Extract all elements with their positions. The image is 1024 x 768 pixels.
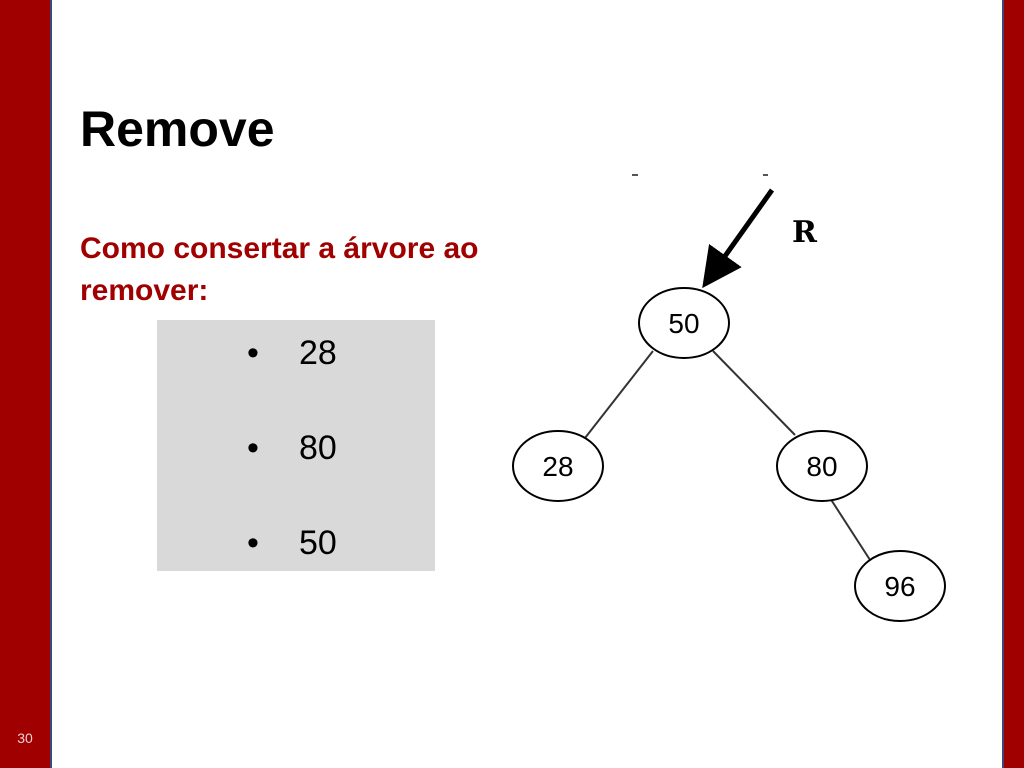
node-circle bbox=[512, 430, 604, 502]
tree-node: 96 bbox=[854, 550, 946, 622]
removal-step-value: 28 bbox=[299, 334, 337, 372]
slide-title: Remove bbox=[80, 101, 275, 157]
removal-step-value: 50 bbox=[299, 524, 337, 562]
binary-tree-diagram: R 50 28 80 96 bbox=[512, 174, 946, 622]
left-accent-bar bbox=[0, 0, 52, 768]
tree-edge bbox=[584, 350, 654, 439]
removal-order-box: • 28 • 80 • 50 bbox=[157, 320, 435, 571]
tree-node: 28 bbox=[512, 430, 604, 502]
removal-step: • 50 bbox=[247, 523, 337, 563]
node-circle bbox=[854, 550, 946, 622]
slide-number: 30 bbox=[17, 730, 33, 746]
removal-step: • 28 bbox=[247, 333, 337, 373]
root-pointer-label: R bbox=[792, 215, 818, 250]
removal-step: • 80 bbox=[247, 428, 337, 468]
node-circle bbox=[638, 287, 730, 359]
node-circle bbox=[776, 430, 868, 502]
tree-node: 80 bbox=[776, 430, 868, 502]
tree-edge bbox=[712, 350, 796, 436]
bullet-icon: • bbox=[247, 334, 259, 372]
tree-node: 50 bbox=[638, 287, 730, 359]
slide-subtitle: Como consertar a árvore ao remover: bbox=[80, 232, 479, 307]
bullet-icon: • bbox=[247, 524, 259, 562]
bullet-icon: • bbox=[247, 429, 259, 467]
node-label: 28 bbox=[542, 451, 573, 482]
removal-step-value: 80 bbox=[299, 429, 337, 467]
root-pointer-arrow bbox=[702, 188, 775, 289]
node-label: 96 bbox=[884, 571, 915, 602]
right-accent-bar bbox=[1002, 0, 1024, 768]
node-label: 50 bbox=[668, 308, 699, 339]
tree-edge bbox=[829, 497, 873, 564]
node-label: 80 bbox=[806, 451, 837, 482]
